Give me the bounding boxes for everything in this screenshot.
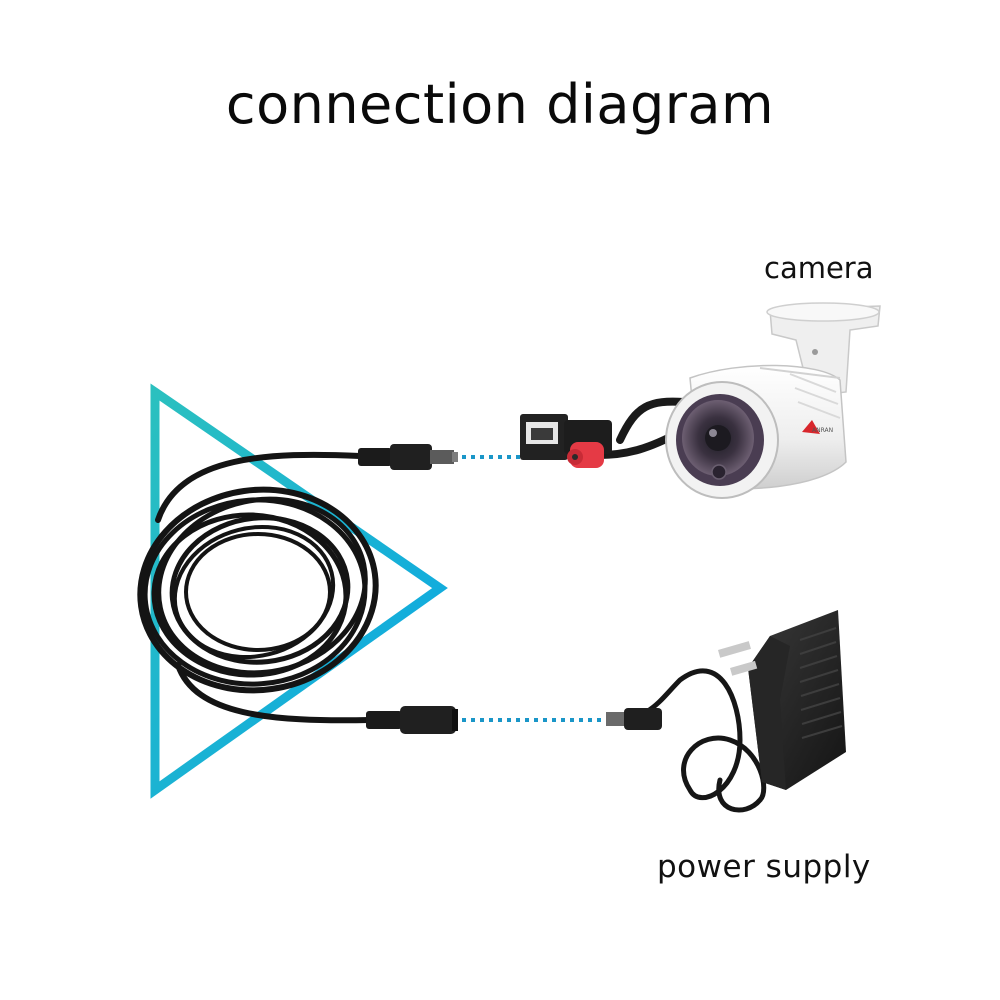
- bullet-camera-icon: ANRAN: [520, 302, 881, 499]
- power-adapter-icon: [606, 610, 846, 813]
- dotted-connection-lines: [462, 455, 604, 722]
- camera-label: camera: [764, 251, 874, 285]
- camera-brand-text: ANRAN: [812, 427, 833, 434]
- power-supply-label: power supply: [657, 849, 871, 885]
- female-dc-plug-icon: [366, 706, 458, 734]
- male-dc-plug-icon: [358, 444, 458, 470]
- coiled-extension-cable-icon: [137, 451, 379, 724]
- diagram-title: connection diagram: [225, 73, 775, 136]
